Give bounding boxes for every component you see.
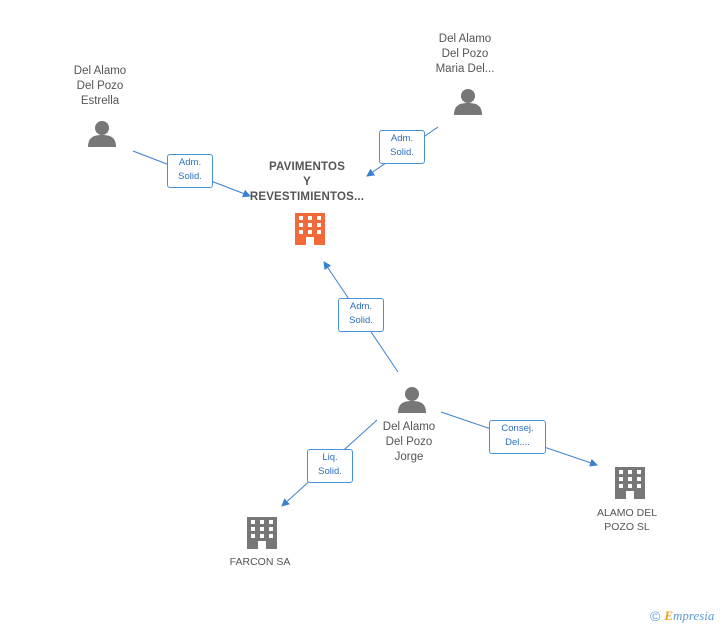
edge-badge-jorge-main[interactable]: Adm. Solid. bbox=[338, 298, 384, 332]
edge-badge-estrella[interactable]: Adm. Solid. bbox=[167, 154, 213, 188]
building-icon[interactable] bbox=[295, 213, 325, 245]
company-label-alamo[interactable]: ALAMO DEL POZO SL bbox=[596, 507, 658, 533]
company-label-farcon[interactable]: FARCON SA bbox=[229, 556, 291, 568]
main-company-label[interactable]: PAVIMENTOS Y REVESTIMIENTOS... bbox=[249, 161, 365, 203]
edge-badge-jorge-alamo[interactable]: Consej. Del.... bbox=[489, 420, 546, 454]
person-icon[interactable] bbox=[88, 121, 116, 147]
person-label-jorge[interactable]: Del Alamo Del Pozo Jorge bbox=[382, 421, 436, 463]
copyright-icon: © bbox=[650, 608, 661, 624]
building-icon[interactable] bbox=[247, 517, 277, 549]
person-label-estrella[interactable]: Del Alamo Del Pozo Estrella bbox=[73, 65, 127, 107]
person-icon[interactable] bbox=[398, 387, 426, 413]
person-icon[interactable] bbox=[454, 89, 482, 115]
brand-logo: © Empresia bbox=[650, 608, 714, 624]
brand-name: Empresia bbox=[664, 608, 715, 623]
edge-badge-maria[interactable]: Adm. Solid. bbox=[379, 130, 425, 164]
person-label-maria[interactable]: Del Alamo Del Pozo Maria Del... bbox=[435, 33, 495, 75]
building-icon[interactable] bbox=[615, 467, 645, 499]
edge-badge-jorge-farcon[interactable]: Liq. Solid. bbox=[307, 449, 353, 483]
